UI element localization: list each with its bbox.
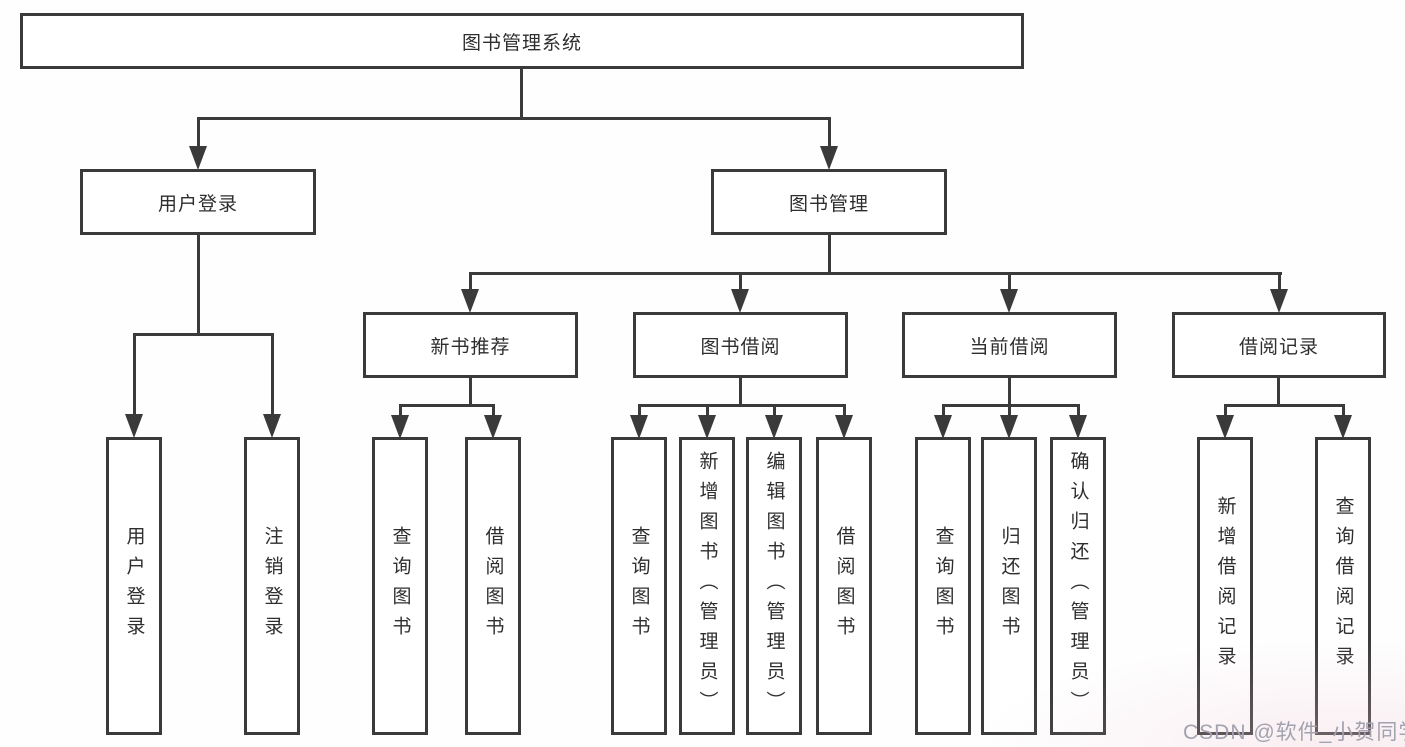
leaf-confirm-return-admin-label: 确认归还（管理员） xyxy=(1067,451,1089,721)
leaf-add-borrow-record: 新增借阅记录 xyxy=(1197,437,1253,735)
leaf-query-books-current-label: 查询图书 xyxy=(932,526,954,646)
watermark-text: CSDN @软件_小贺同学 xyxy=(1183,721,1405,744)
connector-records-stem xyxy=(1277,378,1280,406)
node-book-borrow-label: 图书借阅 xyxy=(700,336,781,358)
arrow-down-icon xyxy=(263,414,281,438)
leaf-query-books-recommend: 查询图书 xyxy=(372,437,428,735)
leaf-query-borrow-record: 查询借阅记录 xyxy=(1315,437,1371,735)
connector-records-hline xyxy=(1224,404,1344,407)
connector-leaf-stem xyxy=(271,333,274,415)
arrow-down-icon xyxy=(484,415,502,439)
connector-leaf-stem xyxy=(1008,404,1011,418)
connector-leaf-stem xyxy=(1224,404,1227,418)
connector-leaf-stem xyxy=(492,404,495,418)
connector-user-login-hline xyxy=(133,333,274,336)
node-current-borrow: 当前借阅 xyxy=(902,312,1117,378)
leaf-add-book-admin: 新增图书（管理员） xyxy=(679,437,735,735)
connector-leaf-stem xyxy=(133,333,136,415)
arrow-down-icon xyxy=(698,415,716,439)
connector-right-branch-stem xyxy=(828,117,831,147)
arrow-down-icon xyxy=(1270,289,1288,313)
node-root-label: 图书管理系统 xyxy=(461,32,582,54)
arrow-down-icon xyxy=(731,289,749,313)
connector-leaf-stem xyxy=(1077,404,1080,418)
arrow-down-icon xyxy=(1216,415,1234,439)
node-user-login: 用户登录 xyxy=(80,169,316,235)
leaf-borrow-books-borrow: 借阅图书 xyxy=(816,437,872,735)
leaf-borrow-books-recommend: 借阅图书 xyxy=(465,437,521,735)
leaf-logout-label: 注销登录 xyxy=(261,526,283,646)
node-book-management: 图书管理 xyxy=(711,169,947,235)
leaf-query-books-borrow-label: 查询图书 xyxy=(628,526,650,646)
connector-current-stem xyxy=(1008,378,1011,406)
connector-borrow-stem xyxy=(739,378,742,406)
connector-recommend-hline xyxy=(399,404,495,407)
leaf-add-book-admin-label: 新增图书（管理员） xyxy=(696,451,718,721)
connector-leaf-stem xyxy=(942,404,945,418)
leaf-query-borrow-record-label: 查询借阅记录 xyxy=(1332,496,1354,676)
arrow-down-icon xyxy=(630,415,648,439)
connector-level3-hline xyxy=(469,272,1282,275)
connector-root-stem xyxy=(520,68,523,120)
arrow-down-icon xyxy=(835,415,853,439)
arrow-down-icon xyxy=(1000,415,1018,439)
leaf-user-login-label: 用户登录 xyxy=(123,526,145,646)
connector-left-branch-stem xyxy=(197,117,200,147)
node-book-borrow: 图书借阅 xyxy=(633,312,848,378)
node-new-book-recommend-label: 新书推荐 xyxy=(430,336,511,358)
node-borrow-records: 借阅记录 xyxy=(1172,312,1386,378)
leaf-add-borrow-record-label: 新增借阅记录 xyxy=(1214,496,1236,676)
arrow-down-icon xyxy=(1000,289,1018,313)
node-user-login-label: 用户登录 xyxy=(157,193,238,215)
leaf-borrow-books-borrow-label: 借阅图书 xyxy=(833,526,855,646)
arrow-down-icon xyxy=(189,146,207,170)
connector-level3-stem xyxy=(1008,272,1011,290)
arrow-down-icon xyxy=(461,289,479,313)
node-borrow-records-label: 借阅记录 xyxy=(1238,336,1319,358)
leaf-return-book: 归还图书 xyxy=(981,437,1037,735)
connector-root-hline xyxy=(197,117,831,120)
connector-user-login-stem xyxy=(197,235,200,335)
leaf-confirm-return-admin: 确认归还（管理员） xyxy=(1050,437,1106,735)
connector-leaf-stem xyxy=(706,404,709,418)
arrow-down-icon xyxy=(934,415,952,439)
arrow-down-icon xyxy=(125,414,143,438)
leaf-borrow-books-recommend-label: 借阅图书 xyxy=(482,526,504,646)
leaf-query-books-recommend-label: 查询图书 xyxy=(389,526,411,646)
connector-leaf-stem xyxy=(1342,404,1345,418)
leaf-edit-book-admin: 编辑图书（管理员） xyxy=(746,437,802,735)
connector-level3-stem xyxy=(1278,272,1281,290)
leaf-user-login: 用户登录 xyxy=(106,437,162,735)
leaf-return-book-label: 归还图书 xyxy=(998,526,1020,646)
node-current-borrow-label: 当前借阅 xyxy=(969,336,1050,358)
connector-leaf-stem xyxy=(843,404,846,418)
connector-recommend-stem xyxy=(469,378,472,406)
arrow-down-icon xyxy=(765,415,783,439)
connector-leaf-stem xyxy=(399,404,402,418)
arrow-down-icon xyxy=(1069,415,1087,439)
leaf-logout: 注销登录 xyxy=(244,437,300,735)
leaf-query-books-current: 查询图书 xyxy=(915,437,971,735)
node-root: 图书管理系统 xyxy=(20,13,1024,69)
leaf-edit-book-admin-label: 编辑图书（管理员） xyxy=(763,451,785,721)
connector-leaf-stem xyxy=(638,404,641,418)
arrow-down-icon xyxy=(391,415,409,439)
connector-level3-stem xyxy=(469,272,472,290)
connector-book-management-stem xyxy=(828,235,831,275)
leaf-query-books-borrow: 查询图书 xyxy=(611,437,667,735)
connector-leaf-stem xyxy=(773,404,776,418)
arrow-down-icon xyxy=(1334,415,1352,439)
connector-borrow-hline xyxy=(638,404,846,407)
connector-level3-stem xyxy=(739,272,742,290)
connector-current-hline xyxy=(942,404,1080,407)
arrow-down-icon xyxy=(820,146,838,170)
node-book-management-label: 图书管理 xyxy=(788,193,869,215)
node-new-book-recommend: 新书推荐 xyxy=(363,312,578,378)
